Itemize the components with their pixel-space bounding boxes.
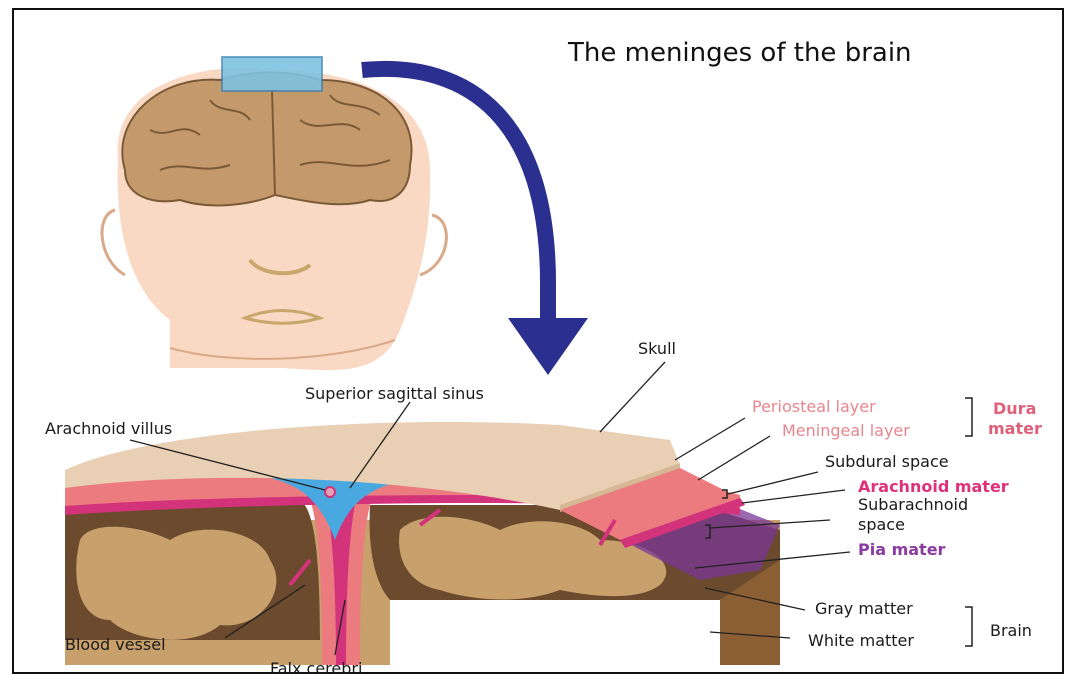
- cross-section: [65, 422, 780, 665]
- label-periosteal-layer: Periosteal layer: [752, 398, 876, 416]
- highlight-box: [222, 57, 322, 91]
- brain-shape: [122, 73, 411, 206]
- label-subdural-space: Subdural space: [825, 453, 949, 471]
- label-brain: Brain: [990, 622, 1032, 640]
- label-subarachnoid-line2: space: [858, 516, 905, 534]
- label-arachnoid-villus: Arachnoid villus: [45, 420, 172, 438]
- label-dura-line1: Dura: [993, 400, 1036, 418]
- label-falx-cerebri: Falx cerebri: [270, 660, 362, 678]
- label-subarachnoid-line1: Subarachnoid: [858, 496, 968, 514]
- label-blood-vessel: Blood vessel: [65, 636, 166, 654]
- label-dura-line2: mater: [988, 420, 1042, 438]
- label-superior-sagittal-sinus: Superior sagittal sinus: [305, 385, 484, 403]
- label-white-matter: White matter: [808, 632, 914, 650]
- label-skull: Skull: [638, 340, 676, 358]
- diagram-title: The meninges of the brain: [568, 38, 912, 68]
- label-pia-mater: Pia mater: [858, 541, 945, 559]
- label-arachnoid-mater: Arachnoid mater: [858, 478, 1009, 496]
- label-gray-matter: Gray matter: [815, 600, 913, 618]
- label-meningeal-layer: Meningeal layer: [782, 422, 910, 440]
